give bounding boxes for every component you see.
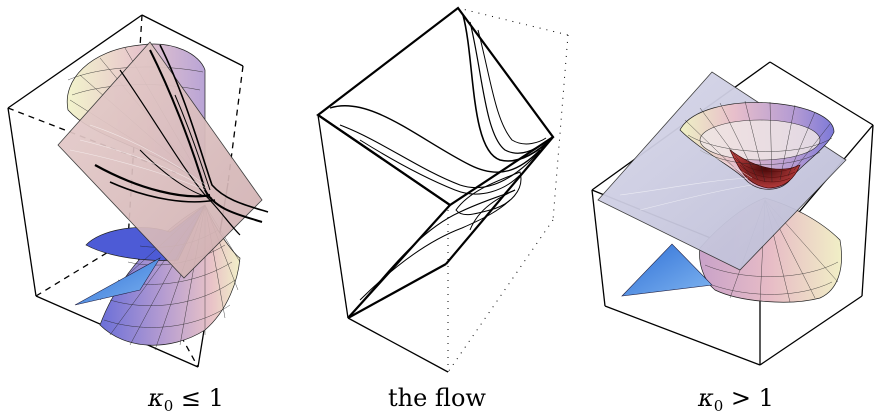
caption-kappa-gt-1: κ0 > 1 <box>698 384 774 415</box>
right-upper-hyperboloid <box>679 100 835 190</box>
middle-outline <box>316 6 555 373</box>
kappa-symbol: κ <box>148 384 164 412</box>
kappa-symbol: κ <box>698 384 714 412</box>
middle-flow-curves <box>329 14 554 311</box>
kappa-subscript: 0 <box>713 397 724 415</box>
left-flow-curves <box>94 44 269 236</box>
relation-gt-1: > 1 <box>723 384 774 412</box>
caption-the-flow: the flow <box>388 384 486 412</box>
right-panel <box>591 61 874 366</box>
left-cutting-plane <box>57 41 263 279</box>
middle-dotted-edges <box>447 7 569 373</box>
kappa-subscript: 0 <box>163 397 174 415</box>
caption-kappa-le-1: κ0 ≤ 1 <box>148 384 224 415</box>
relation-le-1: ≤ 1 <box>173 384 224 412</box>
right-plane-streaks <box>619 149 753 211</box>
left-panel <box>7 14 269 368</box>
middle-panel <box>316 6 569 373</box>
